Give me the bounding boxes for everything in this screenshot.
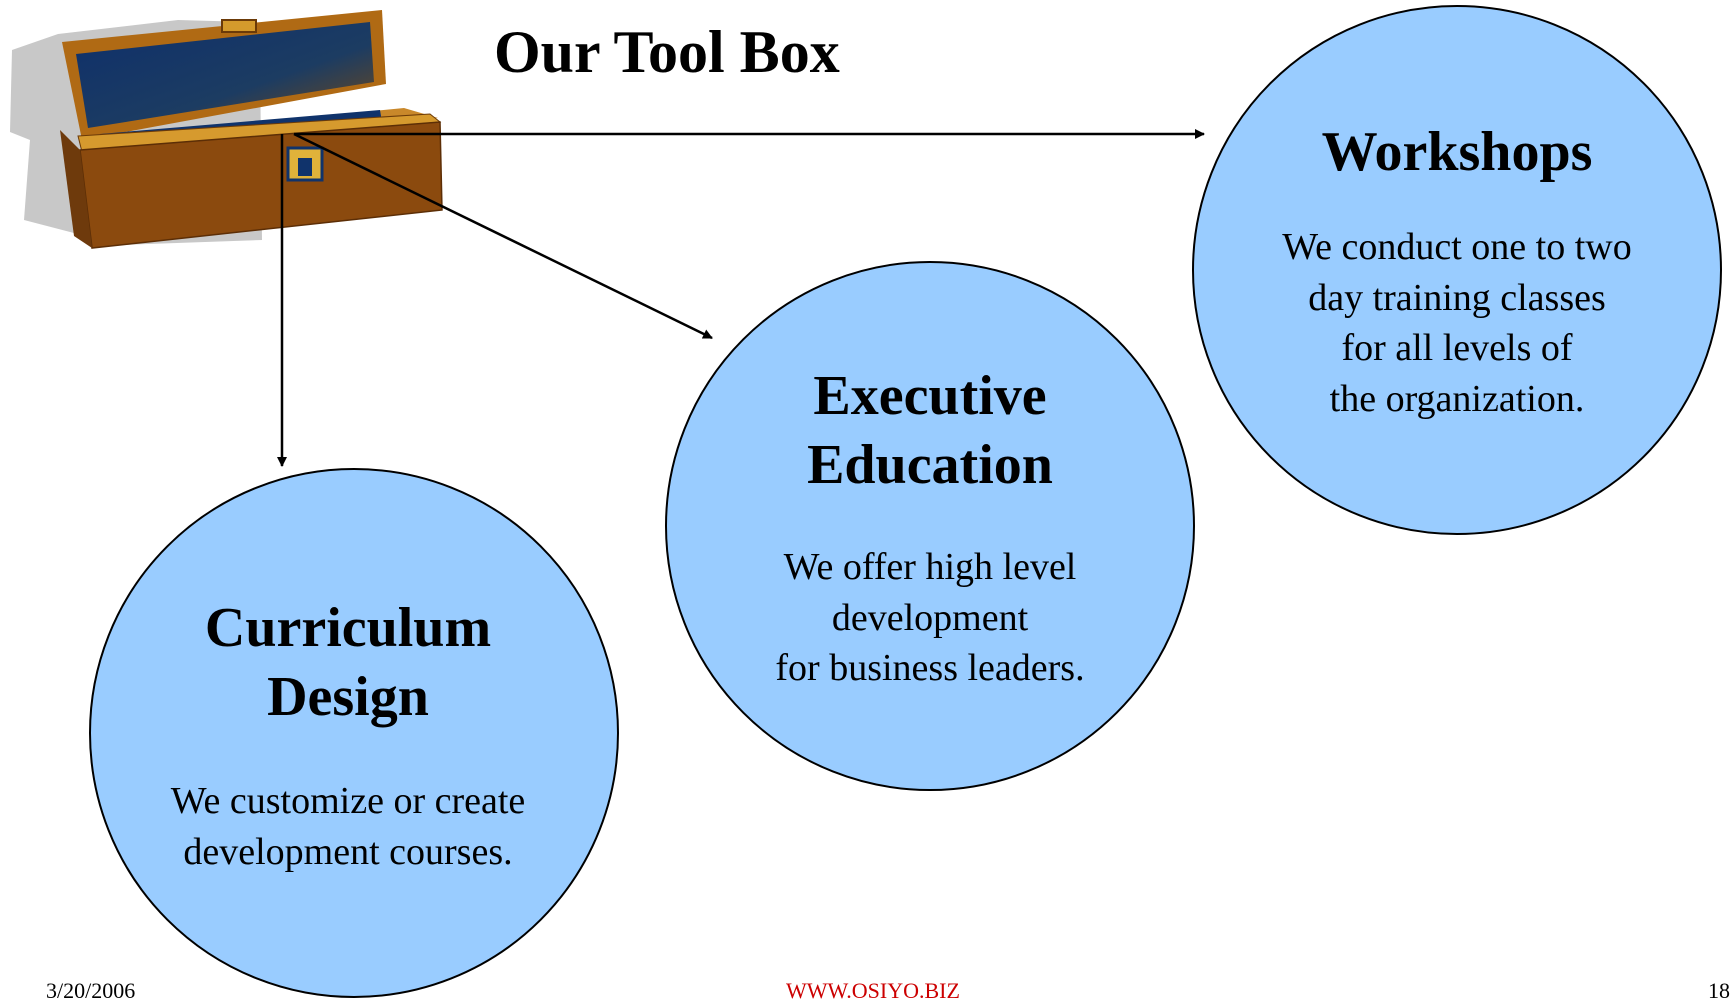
footer-page-number: 18 [1708,978,1730,1003]
node-heading-executive-education: Executive Education [807,365,1053,497]
node-heading-curriculum-design: Curriculum Design [204,597,492,729]
footer-website: WWW.OSIYO.BIZ [786,978,960,1003]
footer-date: 3/20/2006 [46,978,136,1003]
node-body-executive-education: We offer high level development for busi… [775,546,1085,690]
node-body-workshops: We conduct one to two day training class… [1282,226,1632,420]
toolbox-icon [10,10,443,249]
node-body-curriculum-design: We customize or create development cours… [170,780,526,873]
circle-curriculum-design [89,468,619,998]
arrow-to-executive-education [293,132,713,340]
node-heading-workshops: Workshops [1321,121,1593,183]
circle-workshops [1192,5,1722,535]
circle-executive-education [665,261,1195,791]
page-title: Our Tool Box [494,19,840,85]
